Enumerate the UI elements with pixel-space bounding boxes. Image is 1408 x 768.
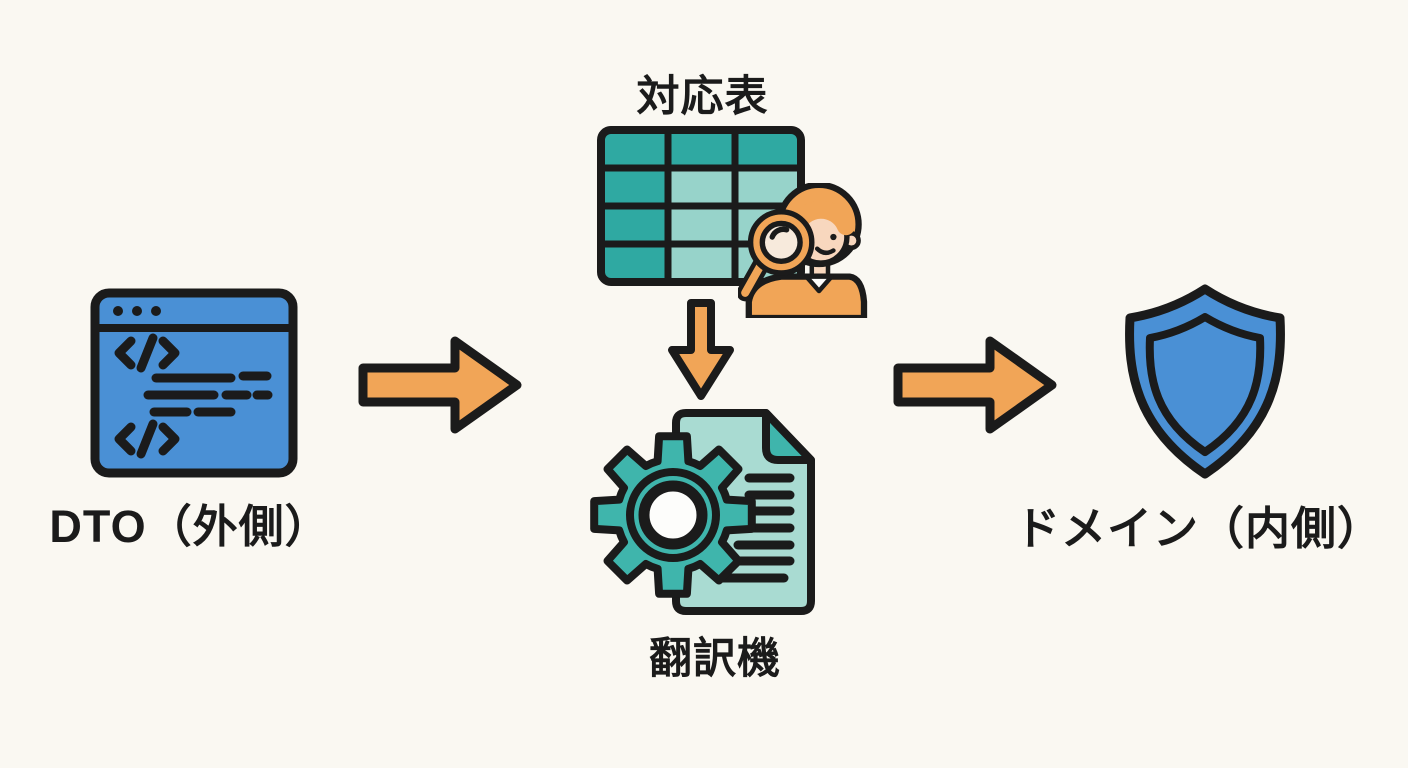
magnifier-glint [769, 226, 790, 240]
document-fold-corner [762, 409, 815, 464]
translator-label: 翻訳機 [649, 635, 781, 683]
person-collar [804, 274, 834, 294]
code-bracket-bottom [114, 419, 180, 459]
shield-icon [1125, 284, 1285, 479]
person-smile [814, 246, 836, 256]
mapping-table-label: 対応表 [636, 73, 769, 121]
arrow-right-icon [358, 336, 522, 434]
code-bracket-top [114, 333, 180, 373]
code-lines [143, 371, 273, 417]
window-dot [151, 306, 161, 316]
person-shirt [745, 273, 868, 318]
gear [590, 432, 756, 598]
window-dot [113, 306, 123, 316]
domain-label: ドメイン（内側） [1015, 503, 1384, 554]
arrow-right-icon [893, 336, 1057, 434]
arrow-down-icon [668, 299, 734, 400]
window-dot [132, 306, 142, 316]
gear-document-icon [590, 409, 815, 615]
person-eye [830, 233, 837, 241]
table-grid-lines [601, 130, 801, 282]
shield-inner-line [1145, 313, 1265, 456]
code-window-icon [90, 288, 298, 478]
dto-label: DTO（外側） [49, 501, 331, 552]
mapping-table-icon [597, 126, 805, 286]
person-magnifier-icon [738, 183, 868, 318]
